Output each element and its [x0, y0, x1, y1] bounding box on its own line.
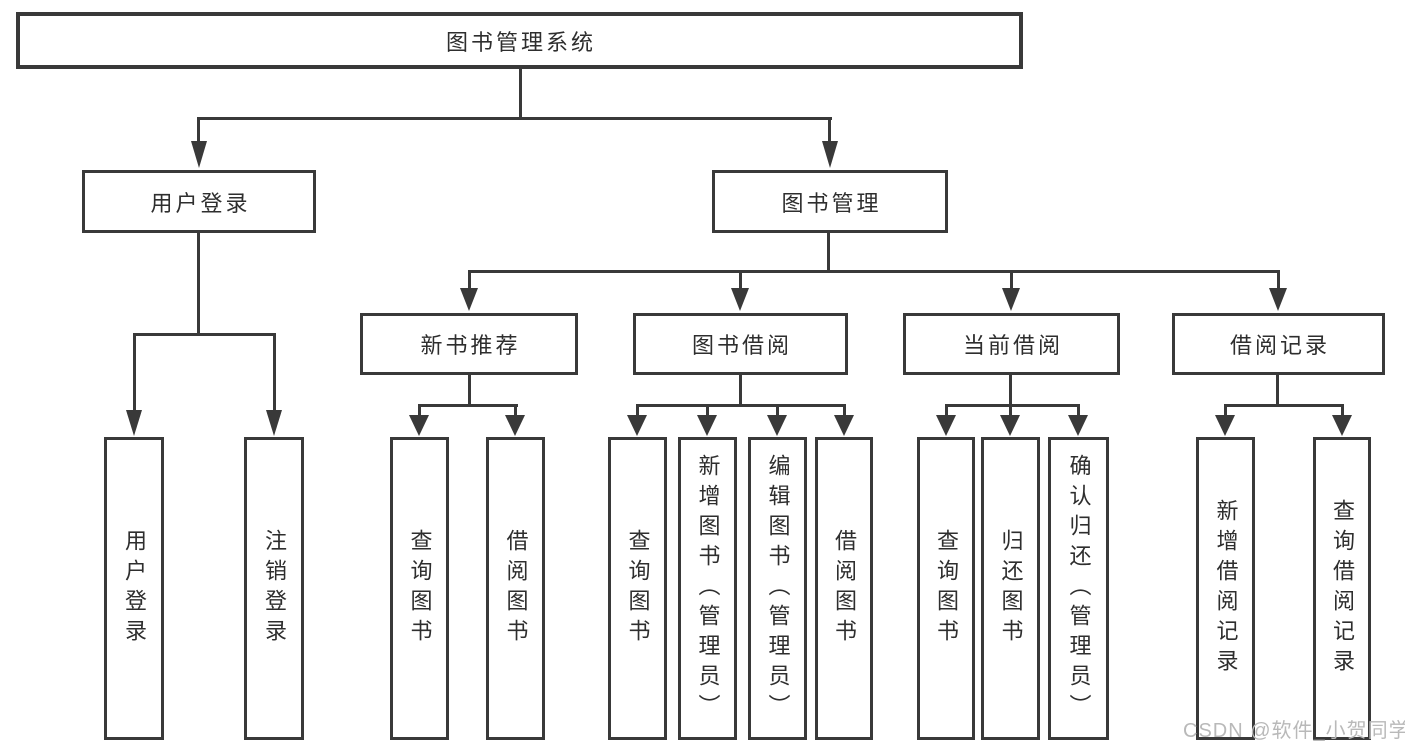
leaf-label: 查询图书	[934, 528, 959, 649]
leaf-confirm-return-admin: 确认归还（管理员）	[1048, 437, 1109, 740]
leaf-label: 确认归还（管理员）	[1066, 453, 1092, 724]
node-label: 图书管理	[781, 190, 882, 216]
leaf-user-login: 用户登录	[104, 437, 164, 740]
arrowhead-down-icon	[460, 288, 478, 311]
node-label: 借阅记录	[1229, 333, 1330, 358]
connector-line	[945, 404, 1079, 407]
leaf-label: 新增图书（管理员）	[695, 453, 721, 724]
node-label: 图书借阅	[691, 333, 792, 358]
arrowhead-down-icon	[936, 415, 956, 436]
connector-line	[1009, 404, 1012, 417]
leaf-borrow-borrow-books: 借阅图书	[815, 437, 873, 740]
arrowhead-down-icon	[731, 288, 749, 311]
arrowhead-down-icon	[409, 415, 429, 436]
leaf-recommend-query-books: 查询图书	[390, 437, 449, 740]
arrowhead-down-icon	[505, 415, 525, 436]
node-library-management-system: 图书管理系统	[16, 12, 1023, 69]
leaf-add-borrow-record: 新增借阅记录	[1196, 437, 1255, 740]
node-user-login: 用户登录	[82, 170, 316, 233]
arrowhead-down-icon	[1332, 415, 1352, 436]
connector-line	[133, 333, 276, 336]
connector-line	[739, 270, 742, 291]
node-new-book-recommend: 新书推荐	[360, 313, 578, 375]
leaf-label: 归还图书	[998, 528, 1024, 649]
arrowhead-down-icon	[834, 415, 854, 436]
arrowhead-down-icon	[1068, 415, 1088, 436]
connector-line	[519, 68, 522, 118]
connector-line	[1010, 270, 1013, 291]
arrowhead-down-icon	[1269, 288, 1287, 311]
leaf-logout: 注销登录	[244, 437, 304, 740]
arrowhead-down-icon	[627, 415, 647, 436]
connector-line	[1277, 270, 1280, 291]
leaf-label: 编辑图书（管理员）	[765, 453, 791, 724]
connector-line	[468, 270, 471, 291]
arrowhead-down-icon	[767, 415, 787, 436]
connector-line	[468, 270, 1280, 273]
leaf-label: 查询图书	[407, 528, 433, 649]
connector-line	[706, 404, 709, 417]
connector-line	[1276, 375, 1279, 406]
arrowhead-down-icon	[191, 141, 207, 168]
connector-line	[828, 117, 831, 145]
connector-line	[197, 117, 200, 145]
connector-line	[197, 232, 200, 336]
node-label: 新书推荐	[420, 333, 521, 358]
connector-line	[1341, 404, 1344, 417]
node-label: 用户登录	[150, 190, 251, 216]
arrowhead-down-icon	[1000, 415, 1020, 436]
connector-line	[198, 117, 832, 120]
leaf-label: 注销登录	[262, 528, 287, 649]
connector-line	[468, 375, 471, 406]
node-book-management: 图书管理	[712, 170, 948, 233]
arrowhead-down-icon	[697, 415, 717, 436]
connector-line	[418, 404, 518, 407]
arrowhead-down-icon	[1002, 288, 1020, 311]
leaf-label: 新增借阅记录	[1213, 498, 1239, 679]
node-current-borrowing: 当前借阅	[903, 313, 1120, 375]
connector-line	[1009, 375, 1012, 406]
leaf-current-query-books: 查询图书	[917, 437, 975, 740]
leaf-label: 查询借阅记录	[1330, 498, 1355, 679]
connector-line	[1224, 404, 1227, 417]
connector-line	[636, 404, 639, 417]
node-borrowing-records: 借阅记录	[1172, 313, 1385, 375]
connector-line	[418, 404, 421, 417]
leaf-label: 借阅图书	[503, 528, 529, 649]
arrowhead-down-icon	[266, 410, 282, 436]
connector-line	[514, 404, 517, 417]
connector-line	[827, 233, 830, 273]
connector-line	[636, 404, 845, 407]
connector-line	[945, 404, 948, 417]
leaf-add-books-admin: 新增图书（管理员）	[678, 437, 737, 740]
leaf-return-books: 归还图书	[981, 437, 1040, 740]
arrowhead-down-icon	[822, 141, 838, 168]
leaf-label: 用户登录	[122, 528, 147, 649]
leaf-edit-books-admin: 编辑图书（管理员）	[748, 437, 807, 740]
node-label: 图书管理系统	[445, 29, 596, 55]
leaf-borrow-query-books: 查询图书	[608, 437, 667, 740]
leaf-label: 借阅图书	[832, 528, 857, 649]
connector-line	[1077, 404, 1080, 417]
connector-line	[273, 333, 276, 413]
connector-line	[1224, 404, 1343, 407]
connector-line	[776, 404, 779, 417]
arrowhead-down-icon	[126, 410, 142, 436]
leaf-recommend-borrow-books: 借阅图书	[486, 437, 545, 740]
leaf-query-borrow-record: 查询借阅记录	[1313, 437, 1371, 740]
node-book-borrowing: 图书借阅	[633, 313, 848, 375]
csdn-watermark: CSDN @软件_小贺同学	[1183, 720, 1405, 742]
arrowhead-down-icon	[1215, 415, 1235, 436]
leaf-label: 查询图书	[625, 528, 651, 649]
connector-line	[843, 404, 846, 417]
connector-line	[739, 375, 742, 406]
node-label: 当前借阅	[962, 333, 1063, 358]
connector-line	[133, 333, 136, 413]
